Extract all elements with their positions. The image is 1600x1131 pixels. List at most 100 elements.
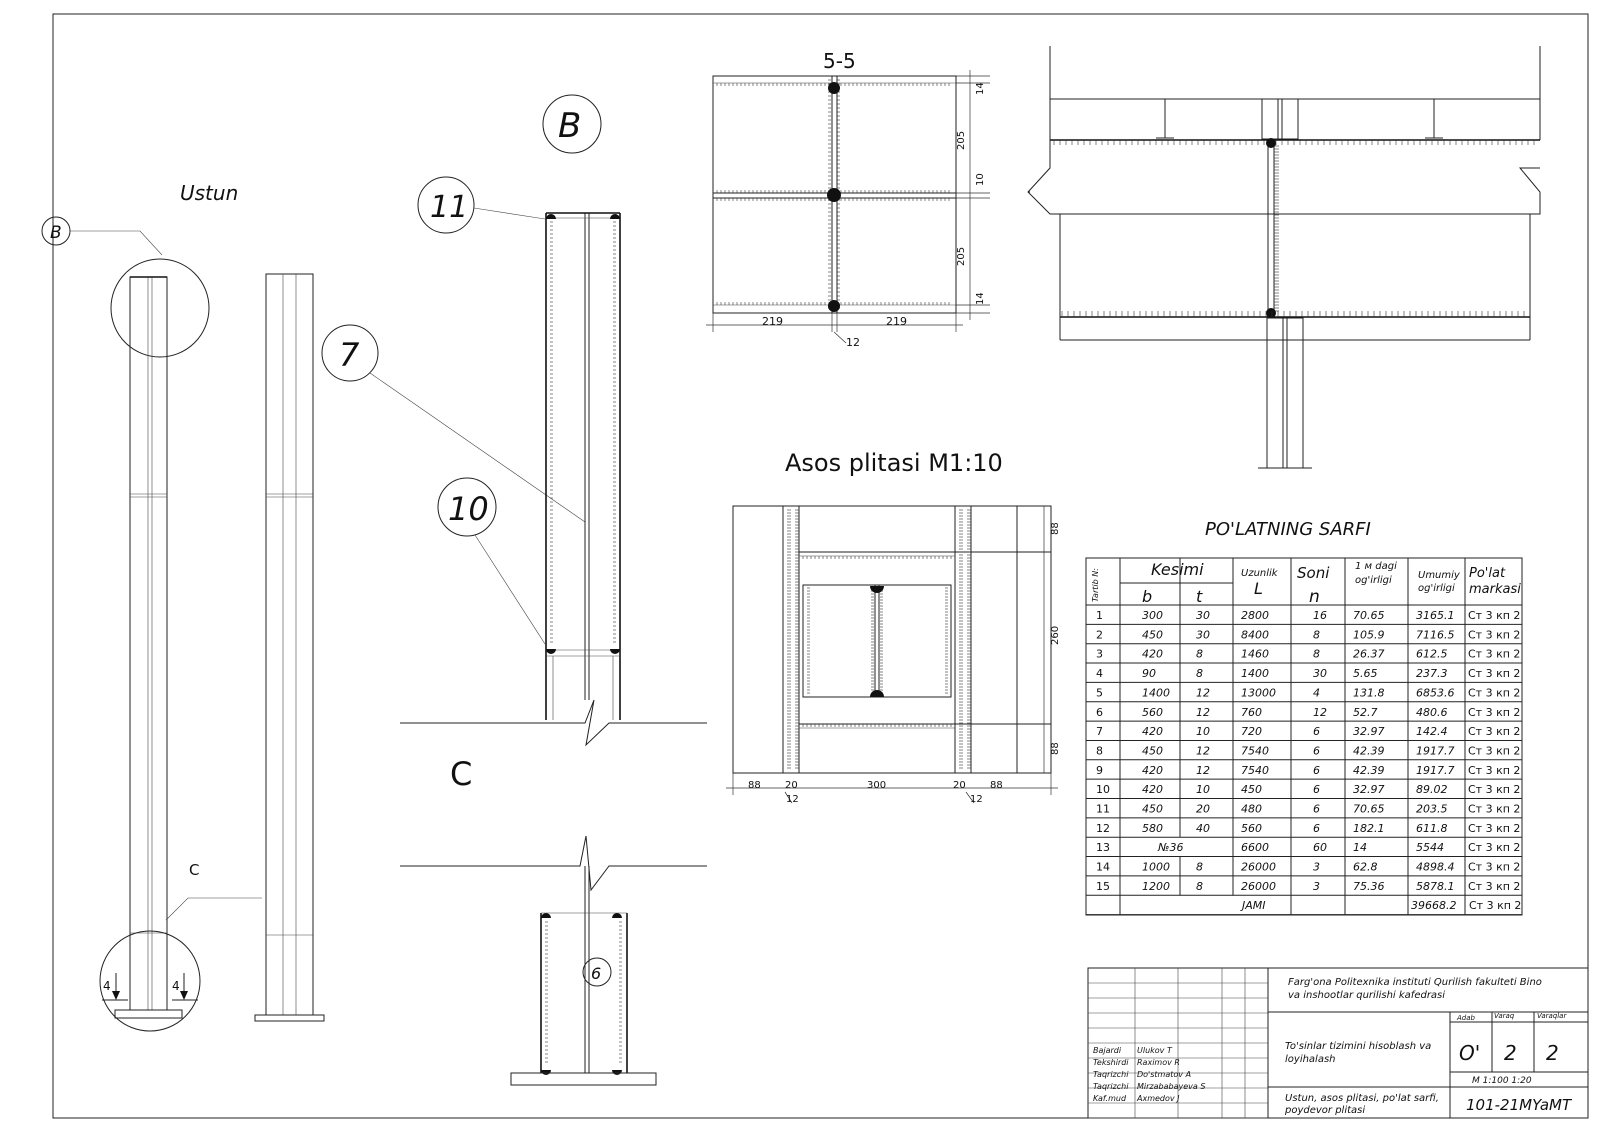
cell-mark: Ст 3 кп 2 (1468, 686, 1520, 699)
mark-7-label: 7 (339, 336, 360, 374)
cell-wt: 1917.7 (1416, 744, 1455, 757)
callout-b-big-label: B (558, 106, 581, 146)
cell-t: 10 (1196, 783, 1210, 796)
cell-b: 420 (1142, 764, 1163, 777)
cell-no: 15 (1096, 880, 1110, 893)
stamp-adab-value: O' (1459, 1041, 1480, 1065)
cell-mark: Ст 3 кп 2 (1468, 667, 1520, 680)
cell-w1: 131.8 (1353, 686, 1385, 699)
cell-b: 420 (1142, 783, 1163, 796)
th-kesimi: Kesimi (1151, 560, 1204, 579)
dim55-right-w: 219 (886, 315, 907, 328)
cell-wt: 203.5 (1416, 803, 1448, 816)
cell-t: 12 (1196, 744, 1210, 757)
callout-c-big: C (450, 755, 472, 793)
th-polat-line1: Po'lat (1469, 566, 1506, 581)
cell-b: 560 (1142, 706, 1163, 719)
dim55-left-w: 219 (762, 315, 783, 328)
cell-b: 420 (1142, 648, 1163, 661)
dim55-web: 12 (846, 336, 860, 349)
cell-n: 16 (1313, 609, 1327, 622)
dim55-mid: 10 (975, 173, 986, 186)
cell-w1: 182.1 (1353, 822, 1385, 835)
stamp-varaqlar-label: Varaqlar (1537, 1012, 1567, 1020)
cell-w1: 52.7 (1353, 706, 1378, 719)
stamp-role: Bajardi (1093, 1046, 1122, 1055)
cell-wt: 1917.7 (1416, 764, 1455, 777)
th-1m-line1: 1 м dagi (1355, 561, 1397, 572)
asos-dim-right-12: 12 (970, 794, 983, 805)
cell-n: 12 (1313, 706, 1327, 719)
asos-dim-top-88: 88 (1050, 522, 1061, 535)
cell-no: 5 (1096, 686, 1103, 699)
asos-dim-right-88: 88 (990, 780, 1003, 791)
total-label: JAMI (1240, 899, 1266, 912)
cell-t: 30 (1196, 628, 1210, 641)
mark-6 (582, 957, 612, 987)
detail-b: B 11 7 10 (321, 94, 707, 747)
callout-c-small: C (189, 861, 199, 879)
callout-b-small-label: B (50, 223, 62, 243)
beam-elevation (1027, 46, 1541, 469)
stamp-varaqlar-value: 2 (1546, 1041, 1559, 1065)
cell-no: 8 (1096, 744, 1103, 757)
dim55-top-fl: 14 (975, 82, 986, 95)
stamp-role: Tekshirdi (1093, 1058, 1129, 1067)
cell-mark: Ст 3 кп 2 (1468, 783, 1520, 796)
th-b: b (1142, 587, 1152, 606)
cell-n: 6 (1313, 744, 1320, 757)
dim55-bot-fl: 14 (975, 292, 986, 305)
asos-dim-left-88: 88 (748, 780, 761, 791)
cell-t: 10 (1196, 725, 1210, 738)
cell-w1: 32.97 (1353, 783, 1385, 796)
cell-t: 12 (1196, 686, 1210, 699)
dim55-h2: 205 (956, 247, 967, 266)
asos-dim-left-20: 20 (785, 780, 798, 791)
stamp-name: Raximov R (1137, 1058, 1180, 1067)
stamp-role: Taqrizchi (1093, 1070, 1129, 1079)
cell-L: 7540 (1241, 764, 1269, 777)
cell-n: 3 (1313, 880, 1320, 893)
stamp-code: 101-21MYaMT (1466, 1096, 1573, 1114)
cell-wt: 6853.6 (1416, 686, 1455, 699)
cell-n: 8 (1313, 628, 1320, 641)
cell-L: 1400 (1241, 667, 1269, 680)
arrow-4-right-label: 4 (172, 979, 180, 993)
sheet-frame (52, 13, 1589, 1119)
dim55-h1: 205 (956, 131, 967, 150)
cell-wt: 612.5 (1416, 648, 1448, 661)
mark-11-label: 11 (430, 190, 468, 225)
stamp-institute-1: Farg'ona Politexnika instituti Qurilish … (1288, 977, 1542, 988)
cell-w1: 75.36 (1353, 880, 1385, 893)
cell-n: 6 (1313, 822, 1320, 835)
cell-no: 3 (1096, 648, 1103, 661)
cell-w1: 42.39 (1353, 764, 1385, 777)
stamp-varaq-label: Varaq (1494, 1012, 1515, 1020)
cell-n: 3 (1313, 861, 1320, 874)
cell-wt: 4898.4 (1416, 861, 1455, 874)
cell-w1: 42.39 (1353, 744, 1385, 757)
arrow-4-left-label: 4 (103, 979, 111, 993)
cell-L: 7540 (1241, 744, 1269, 757)
stamp-adab-label: Adab (1456, 1014, 1476, 1022)
cell-L: 480 (1241, 803, 1262, 816)
cell-t: 8 (1196, 880, 1203, 893)
cell-b: 90 (1142, 667, 1156, 680)
cell-no: 9 (1096, 764, 1103, 777)
cell-wt: 237.3 (1416, 667, 1448, 680)
cell-b: 1400 (1142, 686, 1170, 699)
steel-table: PO'LATNING SARFI Tartib N: Kesimi b t Uz… (1085, 519, 1523, 916)
th-soni: Soni (1297, 564, 1330, 582)
cell-w1: 5.65 (1353, 667, 1378, 680)
cell-L: 720 (1241, 725, 1262, 738)
cell-b: 300 (1142, 609, 1163, 622)
cell-L: 2800 (1241, 609, 1269, 622)
cell-mark: Ст 3 кп 2 (1468, 706, 1520, 719)
cell-mark: Ст 3 кп 2 (1468, 841, 1520, 854)
cell-no: 4 (1096, 667, 1103, 680)
stamp-name: Do'stmatov A (1137, 1070, 1191, 1079)
cell-mark: Ст 3 кп 2 (1468, 803, 1520, 816)
ustun-view: Ustun B C 4 4 (41, 181, 325, 1032)
ustun-title: Ustun (180, 181, 238, 205)
stamp-sheet-2: poydevor plitasi (1284, 1105, 1365, 1116)
